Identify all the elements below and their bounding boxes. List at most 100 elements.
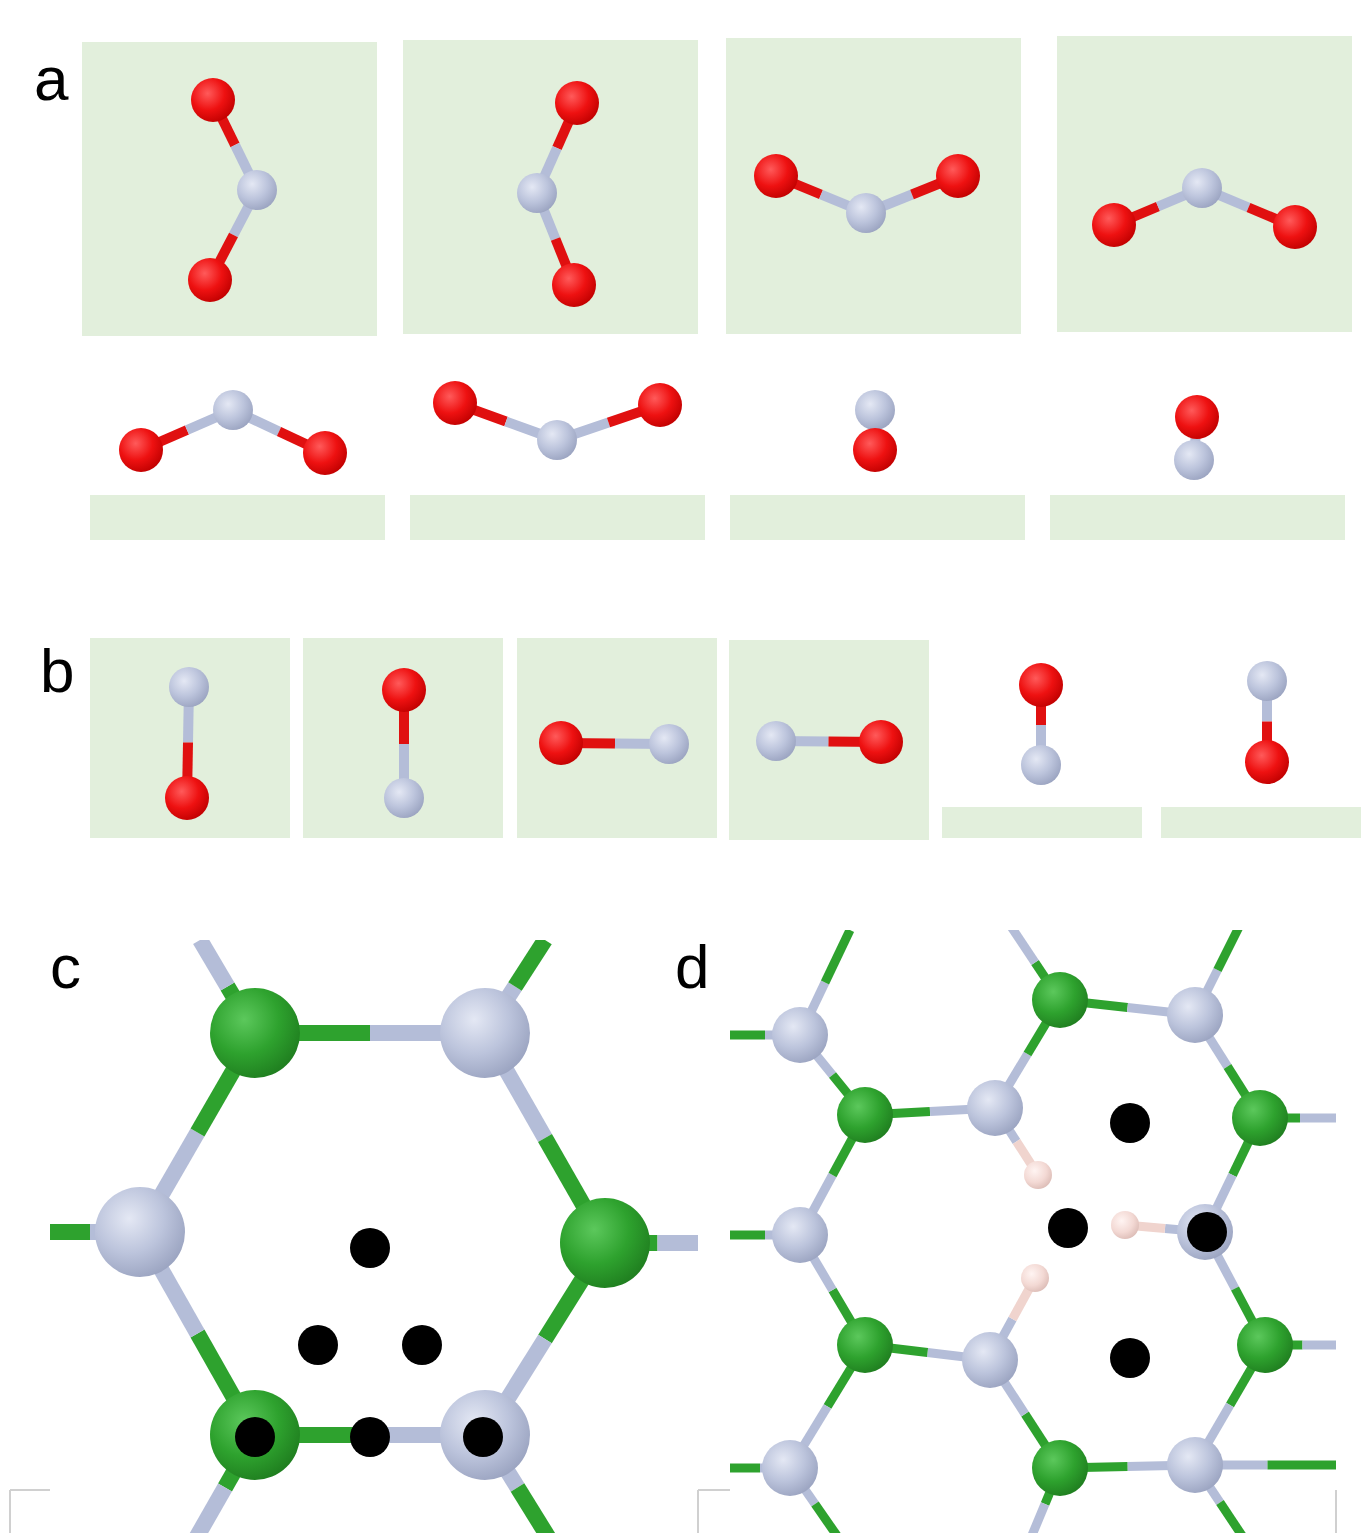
molecule xyxy=(433,381,682,460)
atom xyxy=(237,170,277,210)
bond xyxy=(1220,1503,1245,1533)
atom xyxy=(1019,663,1063,707)
atom xyxy=(440,1390,530,1480)
bond xyxy=(515,940,545,987)
bond xyxy=(1268,1461,1337,1470)
atom xyxy=(936,154,980,198)
molecule xyxy=(188,78,277,302)
adsorption-site xyxy=(298,1325,338,1365)
atom xyxy=(1167,1437,1223,1493)
panel-label: d xyxy=(675,936,709,998)
atom xyxy=(1182,168,1222,208)
atom xyxy=(1174,440,1214,480)
atom xyxy=(210,1390,300,1480)
molecule xyxy=(539,721,689,765)
adsorption-site xyxy=(1187,1212,1227,1252)
panel-label: a xyxy=(34,48,68,110)
atom xyxy=(210,988,300,1078)
atom xyxy=(303,431,347,475)
molecule xyxy=(1245,661,1289,784)
bond xyxy=(1303,1341,1337,1350)
atom xyxy=(169,667,209,707)
atom xyxy=(95,1187,185,1277)
bond xyxy=(730,1031,765,1040)
bond xyxy=(825,930,850,983)
adsorption-site xyxy=(350,1417,390,1457)
atom xyxy=(1167,987,1223,1043)
bond xyxy=(1218,930,1241,970)
atom xyxy=(1032,1440,1088,1496)
molecule xyxy=(754,154,980,233)
atom xyxy=(1177,1204,1233,1260)
atom xyxy=(555,81,599,125)
bond xyxy=(658,1235,699,1251)
atom xyxy=(638,383,682,427)
atom xyxy=(772,1007,828,1063)
atom xyxy=(837,1317,893,1373)
atom xyxy=(384,778,424,818)
adsorption-site xyxy=(1048,1208,1088,1248)
atom xyxy=(433,381,477,425)
atom xyxy=(517,173,557,213)
atom xyxy=(539,721,583,765)
molecule xyxy=(1092,168,1317,249)
atom xyxy=(772,1207,828,1263)
adsorption-site xyxy=(402,1325,442,1365)
adsorption-site xyxy=(463,1417,503,1457)
atom xyxy=(188,258,232,302)
atom xyxy=(119,428,163,472)
panel-label: b xyxy=(40,640,74,702)
bond xyxy=(1030,1504,1045,1533)
hydrogenated-lattice xyxy=(730,930,1336,1533)
atom xyxy=(1273,205,1317,249)
atom xyxy=(552,263,596,307)
atom xyxy=(1024,1161,1052,1189)
hbn-lattice xyxy=(50,940,698,1533)
atom xyxy=(560,1198,650,1288)
adsorption-site xyxy=(1110,1338,1150,1378)
molecule xyxy=(853,390,897,472)
atom xyxy=(962,1332,1018,1388)
atom xyxy=(382,668,426,712)
atom xyxy=(1247,661,1287,701)
atom xyxy=(537,420,577,460)
adsorption-site xyxy=(235,1417,275,1457)
bond xyxy=(1300,1114,1336,1123)
atom xyxy=(846,193,886,233)
atom xyxy=(837,1087,893,1143)
atom xyxy=(1175,395,1219,439)
atom xyxy=(1021,1264,1049,1292)
molecule xyxy=(1019,663,1063,785)
molecule xyxy=(1174,395,1219,480)
atom xyxy=(1232,1090,1288,1146)
atom xyxy=(754,154,798,198)
atom xyxy=(165,776,209,820)
atom xyxy=(440,988,530,1078)
atom xyxy=(853,428,897,472)
atom xyxy=(1245,740,1289,784)
bond xyxy=(195,1488,225,1533)
bond xyxy=(815,1504,840,1533)
molecule xyxy=(517,81,599,307)
bond xyxy=(1010,930,1035,963)
bond xyxy=(200,940,228,987)
bond xyxy=(518,1488,551,1533)
adsorption-site xyxy=(350,1228,390,1268)
atom xyxy=(756,721,796,761)
atom xyxy=(1092,203,1136,247)
molecules xyxy=(119,78,1317,820)
molecule xyxy=(756,720,903,764)
frame-marks xyxy=(10,1490,1336,1533)
atom xyxy=(859,720,903,764)
molecule xyxy=(382,668,426,818)
atom xyxy=(855,390,895,430)
panel-label: c xyxy=(50,936,81,998)
atom xyxy=(1021,745,1061,785)
molecule xyxy=(165,667,209,820)
atom xyxy=(1111,1211,1139,1239)
bond xyxy=(730,1464,760,1473)
atom xyxy=(649,724,689,764)
atom xyxy=(213,390,253,430)
